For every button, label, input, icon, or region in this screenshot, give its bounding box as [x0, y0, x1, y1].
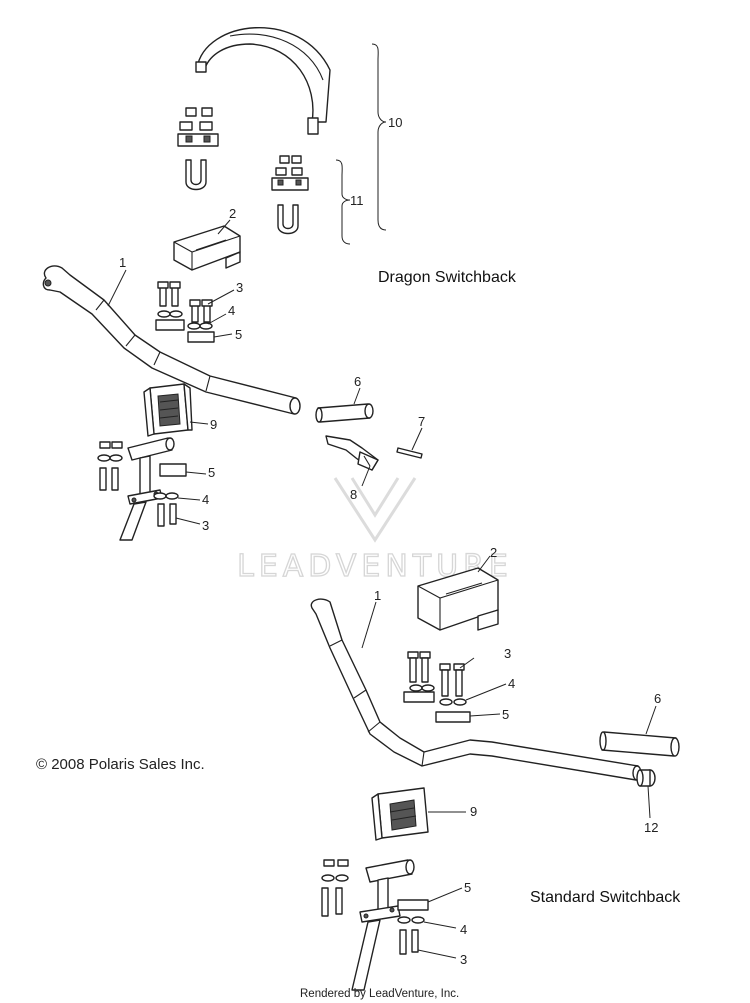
callout-label: 9 — [470, 804, 477, 819]
callout-label: 3 — [460, 952, 467, 967]
callout-label: 2 — [490, 545, 497, 560]
dragon-riser-hoop — [195, 26, 331, 135]
dragon-clamp-set-a — [177, 107, 219, 191]
callout-label: 1 — [374, 588, 381, 603]
standard-grip-sleeve — [599, 731, 680, 757]
callout-label: 3 — [504, 646, 511, 661]
dragon-steering-post — [119, 437, 175, 541]
callout-label: 7 — [418, 414, 425, 429]
callout-label: 4 — [460, 922, 467, 937]
dragon-handlebar-pad — [173, 225, 241, 271]
footer-credit: Rendered by LeadVenture, Inc. — [300, 988, 459, 1000]
dragon-control-block — [143, 383, 193, 437]
dragon-clamp-set-b — [271, 155, 309, 235]
standard-end-cap — [636, 769, 656, 787]
callout-label: 4 — [508, 676, 515, 691]
dragon-switchback-assembly: 1 2 3 4 5 6 7 8 9 5 4 3 10 11 Dragon Swi… — [42, 26, 517, 541]
watermark: LEADVENTURE — [236, 477, 509, 585]
standard-handlebar — [310, 598, 642, 781]
dragon-handlebar — [42, 265, 301, 415]
dragon-throttle — [325, 435, 379, 471]
callout-label: 2 — [229, 206, 236, 221]
callout-label: 9 — [210, 417, 217, 432]
callout-label: 11 — [350, 193, 364, 208]
dragon-callouts: 1 2 3 4 5 6 7 8 9 5 4 3 10 11 — [119, 115, 425, 533]
section-title-standard: Standard Switchback — [530, 889, 681, 906]
standard-handlebar-pad — [417, 567, 499, 631]
watermark-logo-icon — [333, 477, 417, 543]
callout-label: 5 — [502, 707, 509, 722]
callout-label: 4 — [202, 492, 209, 507]
callout-label: 1 — [119, 255, 126, 270]
dragon-lower-hardware — [97, 441, 187, 527]
dragon-grip-sleeve — [315, 403, 374, 423]
standard-upper-hardware — [403, 651, 471, 723]
dragon-pin — [396, 447, 423, 459]
callout-label: 5 — [208, 465, 215, 480]
callout-label: 5 — [464, 880, 471, 895]
callout-label: 3 — [236, 280, 243, 295]
callout-label: 8 — [350, 487, 357, 502]
standard-control-block — [371, 787, 429, 841]
standard-leader-lines — [361, 555, 657, 959]
dragon-leader-lines — [107, 219, 423, 525]
callout-bracket-10 — [371, 43, 387, 231]
standard-callouts: 1 2 3 4 5 6 12 9 5 4 3 — [374, 545, 661, 967]
callout-label: 6 — [354, 374, 361, 389]
callout-label: 6 — [654, 691, 661, 706]
standard-lower-hardware — [321, 859, 429, 955]
callout-bracket-11 — [335, 159, 351, 245]
callout-label: 10 — [388, 115, 402, 130]
callout-label: 3 — [202, 518, 209, 533]
copyright-notice: © 2008 Polaris Sales Inc. — [36, 756, 205, 773]
dragon-upper-hardware — [155, 281, 215, 343]
standard-steering-post — [351, 859, 415, 991]
callout-label: 4 — [228, 303, 235, 318]
standard-switchback-assembly: 1 2 3 4 5 6 12 9 5 4 3 Standard Switchba… — [310, 545, 681, 991]
section-title-dragon: Dragon Switchback — [378, 269, 517, 286]
callout-label: 5 — [235, 327, 242, 342]
callout-label: 12 — [644, 820, 658, 835]
